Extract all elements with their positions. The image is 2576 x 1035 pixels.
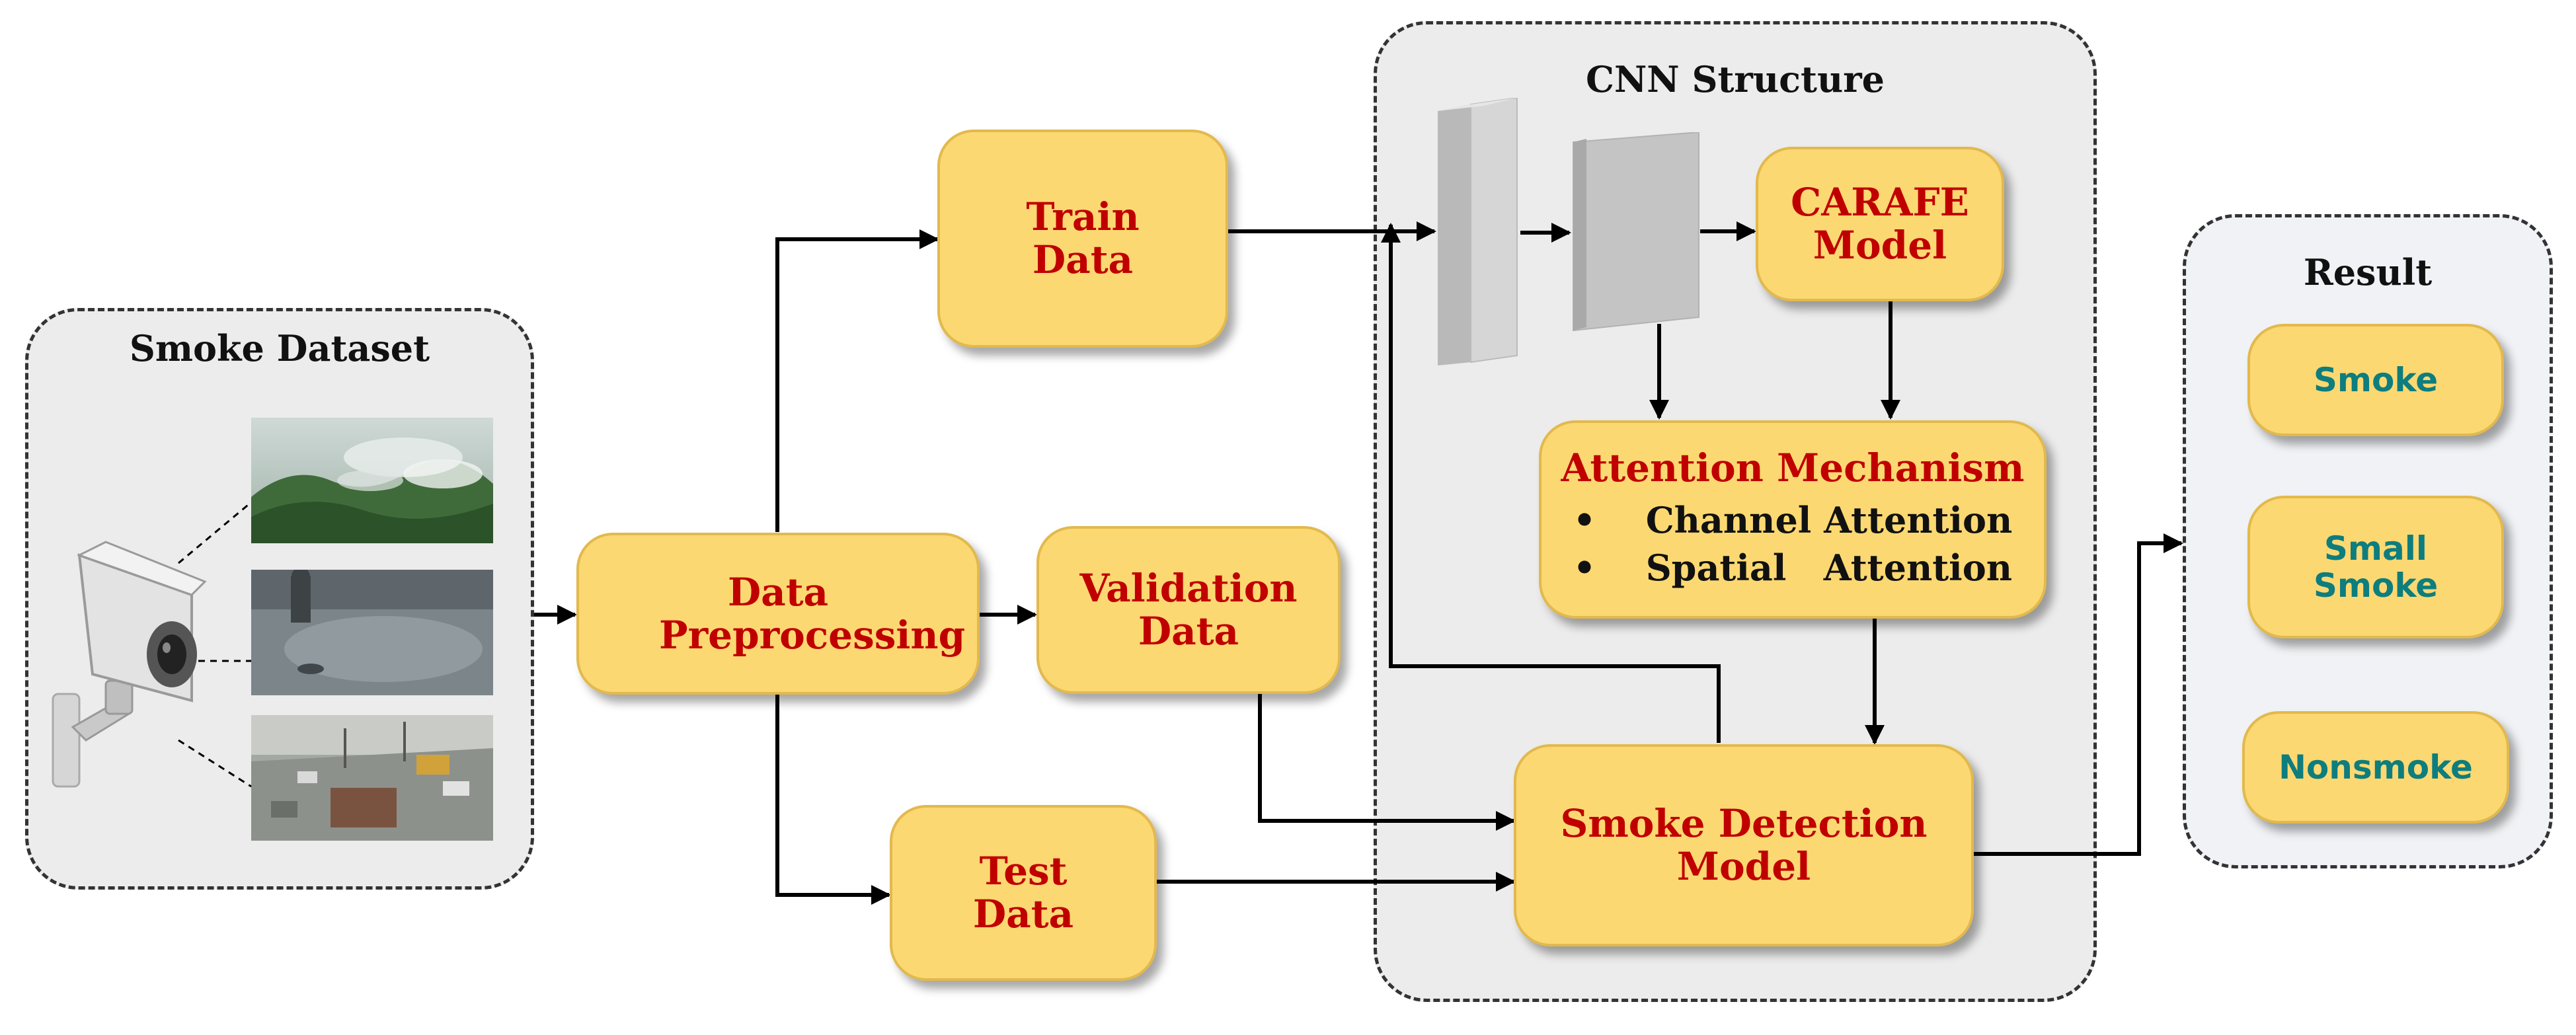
result-nonsmoke-box: Nonsmoke bbox=[2242, 711, 2509, 824]
result-small-smoke-box: Small Smoke bbox=[2247, 496, 2504, 638]
data-preprocessing-box: Data Preprocessing bbox=[576, 533, 980, 695]
data-preprocessing-label: Data Preprocessing bbox=[659, 569, 966, 658]
indoor-smoke-image bbox=[251, 570, 493, 695]
train-data-line1: Train bbox=[1026, 194, 1140, 240]
result-smoke-line1: Smoke bbox=[2313, 361, 2439, 399]
carafe-line1: CARAFE bbox=[1791, 180, 1969, 225]
feature-map-layer-2 bbox=[1573, 132, 1699, 332]
attention-item-label: Channel Attention bbox=[1645, 498, 2013, 541]
bullet-icon: • bbox=[1573, 547, 1596, 590]
result-title: Result bbox=[2303, 251, 2433, 293]
test-data-line1: Test bbox=[979, 849, 1068, 894]
attention-item-channel: • Channel Attention bbox=[1573, 496, 2013, 545]
carafe-line2: Model bbox=[1813, 223, 1947, 268]
smoke-dataset-title: Smoke Dataset bbox=[129, 327, 430, 369]
cnn-structure-title: CNN Structure bbox=[1585, 58, 1885, 100]
attention-mechanism-box: Attention Mechanism • Channel Attention … bbox=[1539, 420, 2047, 619]
attention-item-spatial: • Spatial Attention bbox=[1573, 544, 2013, 592]
detection-model-label: Smoke Detection Model bbox=[1560, 801, 1928, 889]
forest-smoke-image bbox=[251, 418, 493, 543]
train-data-box: Train Data bbox=[937, 130, 1228, 348]
validation-data-line1: Validation bbox=[1079, 566, 1298, 611]
attention-title: Attention Mechanism bbox=[1561, 445, 2025, 490]
camera-icon bbox=[52, 541, 207, 788]
result-nonsmoke-line1: Nonsmoke bbox=[2279, 748, 2473, 786]
test-data-line2: Data bbox=[972, 892, 1074, 937]
smoke-detection-model-box: Smoke Detection Model bbox=[1514, 744, 1974, 946]
validation-data-box: Validation Data bbox=[1036, 526, 1341, 694]
train-data-line2: Data bbox=[1032, 237, 1134, 282]
bullet-icon: • bbox=[1573, 498, 1596, 541]
traffic-smoke-image bbox=[251, 715, 493, 841]
test-data-box: Test Data bbox=[890, 805, 1157, 981]
attention-item-label: Spatial Attention bbox=[1645, 547, 2012, 590]
result-small-smoke-line2: Smoke bbox=[2313, 566, 2439, 605]
carafe-model-box: CARAFE Model bbox=[1756, 147, 2004, 301]
validation-data-line2: Data bbox=[1138, 609, 1239, 654]
attention-list: • Channel Attention • Spatial Attention bbox=[1573, 496, 2013, 593]
feature-map-layer-1 bbox=[1438, 98, 1518, 365]
result-small-smoke-line1: Small bbox=[2323, 529, 2428, 568]
result-smoke-box: Smoke bbox=[2247, 324, 2504, 436]
